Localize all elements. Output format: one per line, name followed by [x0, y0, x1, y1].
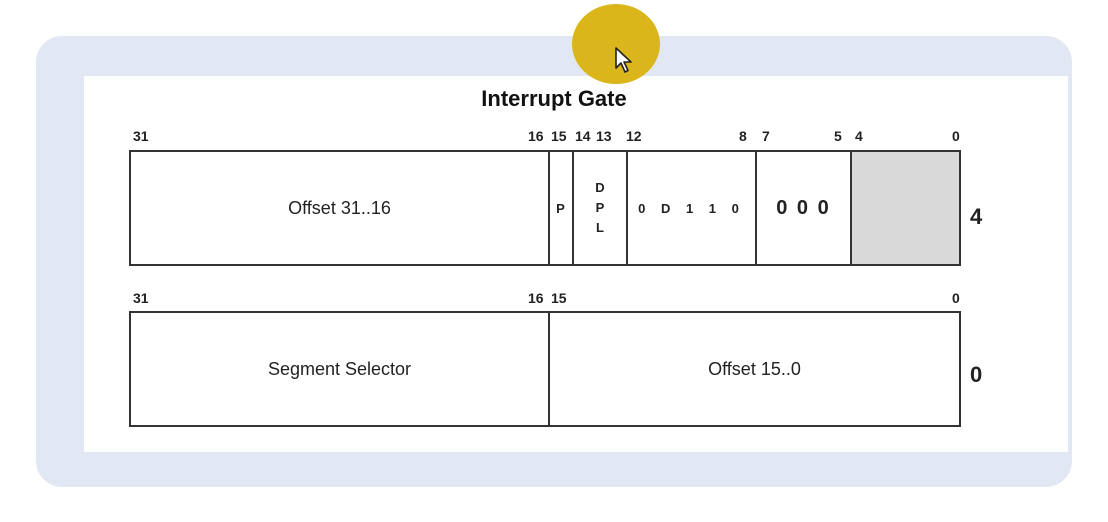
arrow-cursor-icon	[615, 47, 632, 73]
offset-low-field: Offset 15..0	[550, 313, 959, 425]
offset-high-field: Offset 31..16	[131, 152, 550, 264]
bit-label-15-lower: 15	[551, 290, 567, 306]
bit-label-31-lower: 31	[133, 290, 149, 306]
offset-low-label: Offset 15..0	[708, 358, 801, 379]
bit-label-0-lower: 0	[952, 290, 960, 306]
dpl-letter-p: P	[595, 200, 605, 215]
lower-descriptor-row: Segment Selector Offset 15..0	[129, 311, 961, 427]
cursor-highlight	[572, 4, 660, 84]
segment-selector-label: Segment Selector	[267, 358, 412, 379]
segment-selector-field: Segment Selector	[131, 313, 550, 425]
bit-label-16-lower: 16	[528, 290, 544, 306]
bit-label-12: 12	[626, 128, 642, 144]
bit-label-5: 5	[834, 128, 842, 144]
upper-row-offset: 4	[970, 204, 983, 229]
lower-row-offset: 0	[970, 362, 983, 387]
bit-label-4: 4	[855, 128, 863, 144]
zero-bits-field: 0 0 0	[757, 152, 852, 264]
zero-bits-label: 0 0 0	[776, 196, 831, 219]
present-bit-label: P	[556, 200, 566, 216]
bit-label-16: 16	[528, 128, 544, 144]
offset-high-label: Offset 31..16	[288, 197, 391, 218]
bit-label-31: 31	[133, 128, 149, 144]
present-bit-field: P	[550, 152, 574, 264]
type-bits-label: 0 D 1 1 0	[638, 200, 745, 216]
bit-label-14: 14	[575, 128, 591, 144]
bit-label-15: 15	[551, 128, 567, 144]
bit-label-7: 7	[762, 128, 770, 144]
reserved-shaded-field	[852, 152, 959, 264]
type-bits-field: 0 D 1 1 0	[628, 152, 757, 264]
dpl-letter-l: L	[596, 220, 604, 235]
dpl-letter-d: D	[595, 180, 605, 195]
dpl-field: D P L	[574, 152, 628, 264]
bit-label-13: 13	[596, 128, 612, 144]
bit-label-8: 8	[739, 128, 747, 144]
diagram-title: Interrupt Gate	[481, 86, 627, 111]
bit-label-0: 0	[952, 128, 960, 144]
upper-descriptor-row: Offset 31..16 P D P L 0 D 1 1 0 0 0 0	[129, 150, 961, 266]
